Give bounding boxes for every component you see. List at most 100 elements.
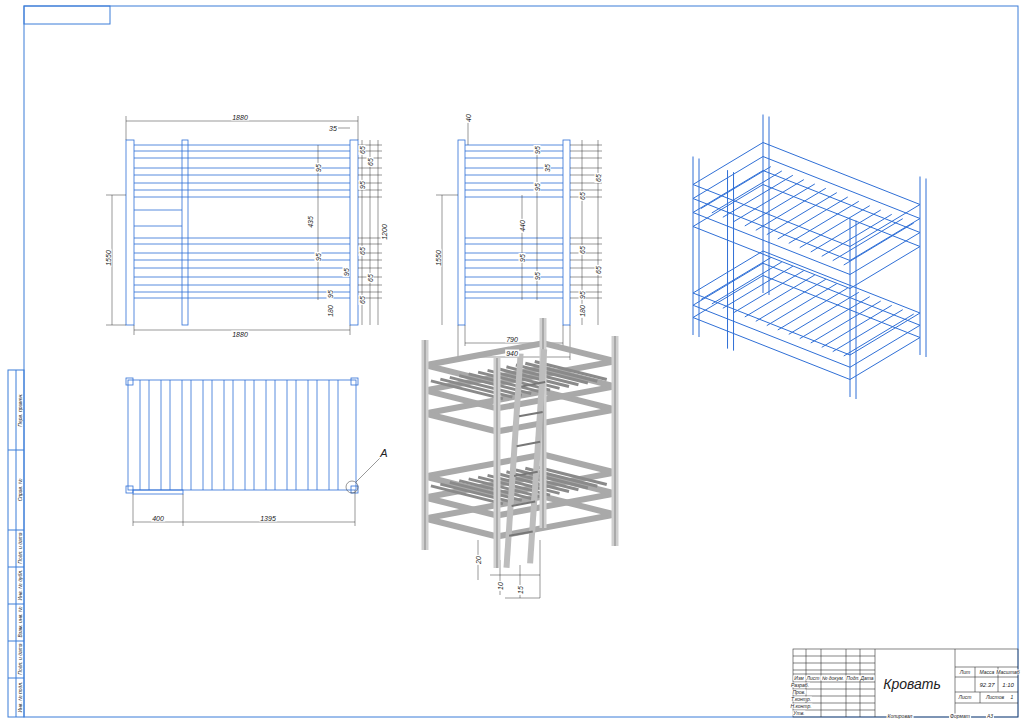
drawing-stroke: [245, 380, 246, 490]
drawing-stroke: [465, 277, 563, 278]
drawing-stroke: [833, 219, 903, 261]
drawing-stroke: [767, 284, 837, 326]
drawing-stroke: [512, 502, 536, 506]
drawing-stroke: [756, 188, 826, 230]
title-block-text: 1:10: [1001, 682, 1015, 688]
drawing-stroke: [570, 260, 602, 261]
drawing-stroke: [570, 238, 602, 239]
drawing-stroke: [134, 226, 182, 227]
drawing-stroke: [570, 158, 602, 159]
title-block-text: Н.контр.: [789, 704, 812, 709]
title-block-text: № докум.: [821, 676, 845, 681]
dimension-label: 400: [151, 515, 165, 522]
dimension-label: 65: [595, 173, 602, 183]
drawing-stroke: [134, 190, 350, 191]
dimension-label: 35: [544, 163, 551, 173]
drawing-stroke: [254, 380, 255, 490]
dimension-label: 95: [579, 290, 586, 300]
drawing-stroke: [287, 380, 288, 490]
drawing-stroke: [733, 172, 734, 351]
drawing-stroke: [850, 313, 920, 355]
drawing-stroke: [134, 183, 350, 184]
title-block-text: Формат: [949, 714, 971, 719]
dimension-label: 65: [367, 273, 374, 283]
dimension-label: 790: [505, 336, 519, 343]
drawing-stroke: [822, 214, 892, 256]
drawing-stroke: [570, 197, 602, 198]
drawing-stroke: [519, 412, 543, 416]
drawing-stroke: [134, 145, 350, 146]
drawing-stroke: [134, 298, 350, 299]
drawing-stroke: [465, 268, 563, 269]
drawing-stroke: [756, 279, 826, 321]
drawing-stroke: [570, 277, 602, 278]
title-block-text: Подп.: [845, 676, 860, 681]
drawing-stroke: [693, 157, 694, 336]
isometric-view-shaded: [425, 318, 615, 568]
drawing-stroke: [422, 340, 429, 550]
drawing-stroke: [465, 175, 563, 176]
title-block-text: Подп. и дата: [18, 642, 23, 675]
drawing-stroke: [134, 244, 350, 245]
drawing-stroke: [693, 185, 850, 247]
drawing-stroke: [701, 167, 771, 209]
drawing-stroke: [134, 268, 350, 269]
dimension-label: 180: [327, 304, 334, 318]
drawing-stroke: [497, 515, 615, 537]
drawing-stroke: [134, 197, 350, 198]
drawing-stroke: [745, 184, 815, 226]
drawing-stroke: [745, 275, 815, 317]
drawing-stroke: [800, 297, 870, 339]
drawing-stroke: [517, 442, 541, 446]
dimension-label: 95: [327, 289, 334, 299]
drawing-stroke: [182, 380, 183, 490]
drawing-stroke: [734, 180, 804, 222]
drawing-stroke: [497, 358, 498, 568]
drawing-stroke: [465, 158, 563, 159]
drawing-stroke: [465, 244, 563, 245]
drawing-stroke: [525, 363, 597, 381]
dimension-label: 95: [534, 271, 541, 281]
drawing-stroke: [509, 531, 533, 535]
drawing-stroke: [425, 340, 426, 550]
title-block: [793, 649, 1018, 717]
dimension-label: 65: [359, 295, 366, 305]
dimension-label: 95: [315, 252, 322, 262]
drawing-stroke: [712, 171, 782, 213]
drawing-stroke: [338, 380, 339, 490]
drawing-stroke: [134, 210, 182, 211]
drawing-stroke: [693, 185, 763, 227]
title-block-text: Масса: [979, 670, 996, 675]
drawing-stroke: [134, 238, 350, 239]
dimension-label: 65: [595, 265, 602, 275]
drawing-stroke: [570, 151, 602, 152]
title-block-text: 1: [1010, 695, 1015, 700]
drawing-stroke: [358, 268, 382, 269]
dimension-label: 95: [315, 163, 322, 173]
title-block-text: Дата: [859, 676, 874, 681]
drawing-stroke: [465, 145, 563, 146]
drawing-stroke: [570, 145, 602, 146]
drawing-stroke: [161, 380, 162, 490]
drawing-stroke: [308, 380, 309, 490]
dimension-label: 95: [519, 253, 526, 263]
sheet-frame: [8, 6, 1018, 717]
dimension-label: 1880: [231, 114, 249, 121]
title-block-text: Разраб.: [790, 683, 810, 688]
dimension-lines: [106, 113, 602, 598]
drawing-stroke: [358, 292, 382, 293]
drawing-stroke: [425, 414, 497, 432]
title-block-text: Утв.: [792, 711, 805, 716]
drawing-stroke: [494, 358, 501, 568]
drawing-stroke: [425, 343, 543, 365]
drawing-stroke: [693, 251, 763, 293]
drawing-stroke: [822, 305, 892, 347]
drawing-stroke: [693, 318, 850, 380]
drawing-stroke: [769, 117, 770, 296]
drawing-stroke: [516, 365, 588, 383]
title-block-text: Т.контр.: [790, 697, 812, 702]
dimension-label: 95: [343, 267, 350, 277]
drawing-stroke: [712, 262, 782, 304]
